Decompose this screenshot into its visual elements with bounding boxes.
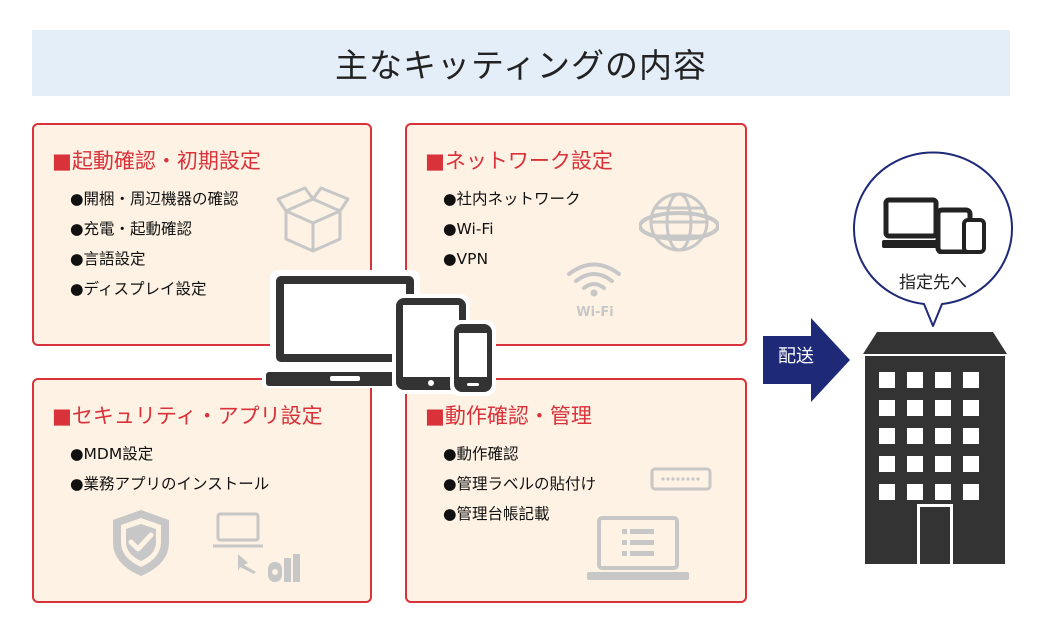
device-illustration	[262, 268, 500, 398]
box-title: ■動作確認・管理	[425, 404, 592, 428]
delivery-label: 配送	[778, 346, 814, 367]
box-startup-settings: ■起動確認・初期設定 ●開梱・周辺機器の確認 ●充電・起動確認 ●言語設定 ●デ…	[32, 123, 372, 346]
speech-bubble-icon	[853, 151, 1013, 327]
page-title: 主なキッティングの内容	[334, 46, 708, 85]
open-box-icon	[276, 186, 350, 253]
item-list: ●動作確認 ●管理ラベルの貼付け ●管理台帳記載	[443, 439, 596, 529]
building-window	[879, 484, 895, 500]
building-window	[907, 456, 923, 472]
arrow-right-icon	[763, 318, 850, 402]
list-item: ●ディスプレイ設定	[70, 280, 207, 298]
box-security-app-settings: ■セキュリティ・アプリ設定 ●MDM設定 ●業務アプリのインストール	[32, 378, 372, 603]
building-window	[879, 400, 895, 416]
building-window	[935, 428, 951, 444]
list-item: ●業務アプリのインストール	[70, 475, 270, 493]
list-item: ●充電・起動確認	[70, 220, 193, 238]
destination-bubble: 指定先へ	[852, 150, 1014, 328]
laptop-tablet-phone-icon	[882, 197, 986, 254]
building-window	[907, 372, 923, 388]
building-window	[935, 372, 951, 388]
item-list: ●開梱・周辺機器の確認 ●充電・起動確認 ●言語設定 ●ディスプレイ設定	[70, 184, 239, 304]
item-list: ●MDM設定 ●業務アプリのインストール	[70, 439, 269, 499]
box-title: ■ネットワーク設定	[425, 149, 613, 173]
list-item: ●管理ラベルの貼付け	[443, 475, 597, 493]
laptop-list-icon	[587, 516, 689, 580]
box-title: ■セキュリティ・アプリ設定	[52, 404, 323, 428]
label-tape-icon	[650, 467, 712, 491]
list-item: ●動作確認	[443, 445, 519, 463]
wifi-icon	[567, 262, 621, 297]
building-window	[963, 484, 979, 500]
list-item: ●言語設定	[70, 250, 146, 268]
box-operation-management: ■動作確認・管理 ●動作確認 ●管理ラベルの貼付け ●管理台帳記載	[405, 378, 747, 603]
list-item: ●Wi-Fi	[443, 220, 494, 238]
building-window	[907, 428, 923, 444]
building-window	[907, 484, 923, 500]
title-banner: 主なキッティングの内容	[32, 30, 1010, 96]
building-window	[963, 372, 979, 388]
delivery-arrow: 配送	[763, 318, 850, 402]
building-window	[935, 484, 951, 500]
list-item: ●開梱・周辺機器の確認	[70, 190, 239, 208]
list-item: ●VPN	[443, 250, 489, 268]
box-title: ■起動確認・初期設定	[52, 149, 261, 173]
laptop-icon	[262, 270, 428, 388]
building-window	[879, 372, 895, 388]
building-window	[935, 456, 951, 472]
building-window	[963, 456, 979, 472]
list-item: ●社内ネットワーク	[443, 190, 581, 208]
destination-label: 指定先へ	[899, 273, 967, 293]
building-window	[935, 400, 951, 416]
building-window	[879, 428, 895, 444]
app-install-icon	[213, 512, 300, 582]
shield-check-icon	[113, 510, 169, 576]
office-building-icon	[863, 332, 1007, 564]
smartphone-icon	[450, 320, 496, 396]
list-item: ●MDM設定	[70, 445, 154, 463]
item-list: ●社内ネットワーク ●Wi-Fi ●VPN	[443, 184, 581, 274]
wifi-label: Wi-Fi	[576, 305, 614, 320]
list-item: ●管理台帳記載	[443, 505, 550, 523]
building-window	[963, 400, 979, 416]
building-window	[879, 456, 895, 472]
building-window	[963, 428, 979, 444]
globe-icon	[639, 192, 719, 252]
box-network-settings: ■ネットワーク設定 ●社内ネットワーク ●Wi-Fi ●VPN Wi-Fi	[405, 123, 747, 346]
building-window	[907, 400, 923, 416]
